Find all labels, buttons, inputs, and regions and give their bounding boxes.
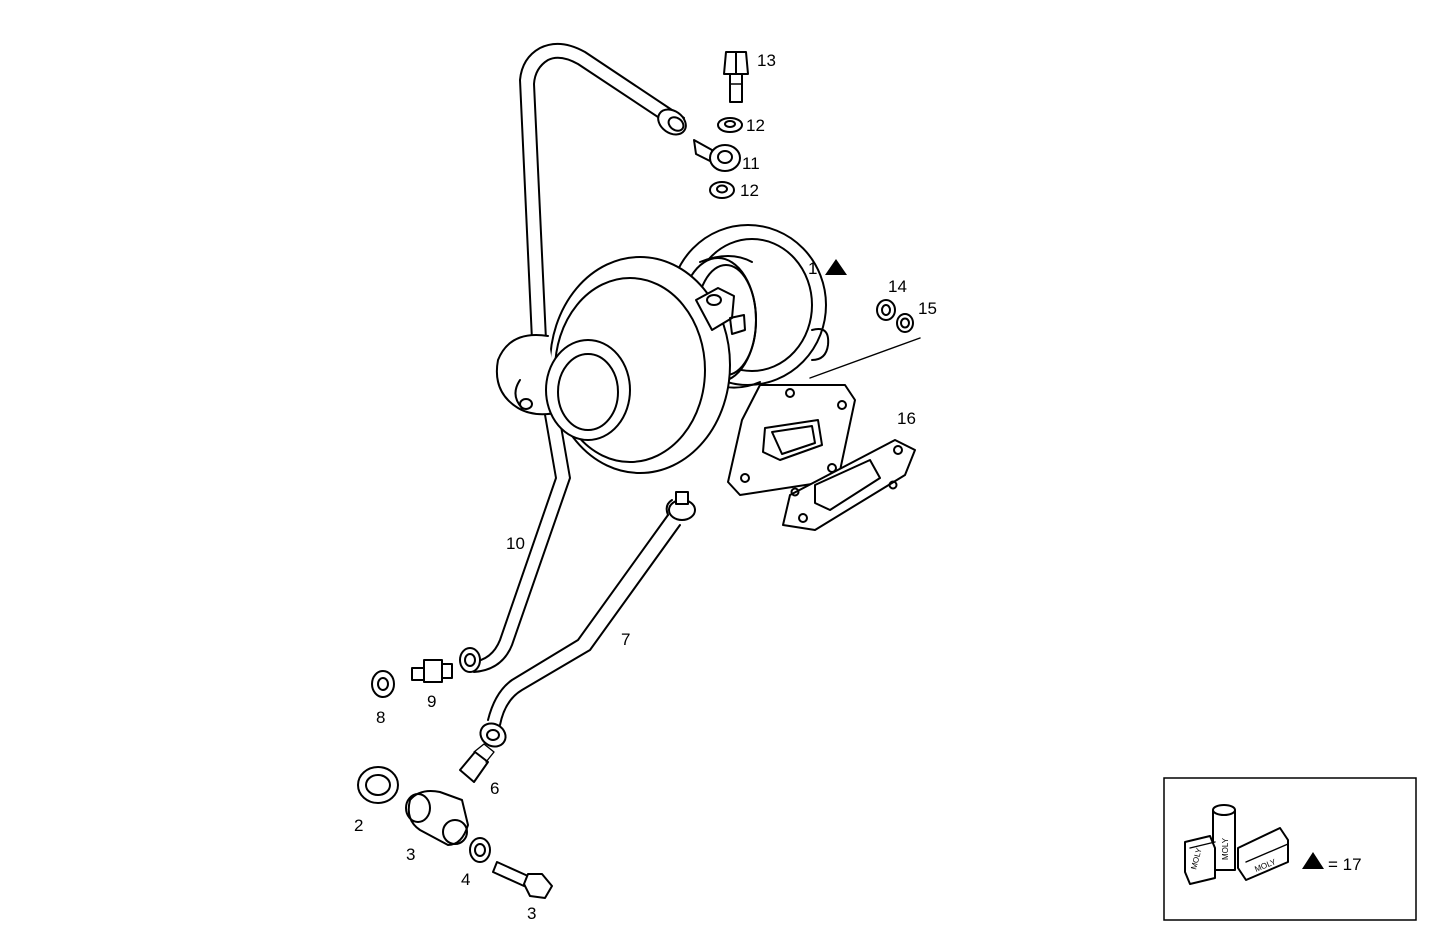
- part-12-washer-top: [717, 117, 743, 133]
- legend-box-label-2: MOLY: [1221, 837, 1230, 860]
- pipe-7-top-nut: [668, 491, 696, 521]
- callout-14: 14: [888, 277, 907, 296]
- filled-triangle-icon: [1302, 852, 1324, 869]
- callout-12-bottom: 12: [740, 181, 759, 200]
- pipe-7-bottom-nut: [479, 722, 507, 748]
- part-10-oil-pipe: [471, 42, 685, 673]
- part-9-union: [411, 659, 453, 683]
- part-6-adapter: [459, 743, 495, 783]
- legend-box: MOLY MOLY MOLY = 17: [1163, 777, 1417, 921]
- part-2-seal-ring: [357, 766, 399, 804]
- pipe-10-bottom-nut: [459, 647, 481, 673]
- part-11-banjo-fitting: [693, 139, 741, 172]
- part-13-bolt: [723, 51, 749, 103]
- part-8-washer: [371, 670, 395, 698]
- part-15-washer: [896, 313, 914, 333]
- callout-3-bolt: 3: [527, 904, 536, 923]
- part-3-elbow-fitting: [405, 790, 469, 846]
- legend-equals-17: = 17: [1328, 855, 1362, 874]
- callout-12-top: 12: [746, 116, 765, 135]
- callout-1: 1: [808, 259, 817, 278]
- part-3-bolt: [492, 861, 553, 899]
- callout-11: 11: [742, 154, 760, 173]
- callout-10: 10: [506, 534, 525, 553]
- callout-16: 16: [897, 409, 916, 428]
- part-4-washer: [469, 837, 491, 863]
- part-1-turbocharger: [496, 224, 856, 496]
- part-16-gasket: [782, 439, 916, 531]
- part-14-nut: [876, 299, 896, 321]
- callout-13: 13: [757, 51, 776, 70]
- moly-paste-icon: [1184, 804, 1289, 885]
- part-12-washer-bottom: [709, 181, 735, 199]
- callout-15: 15: [918, 299, 937, 318]
- part-7-oil-pipe: [487, 499, 681, 726]
- callout-4: 4: [461, 870, 470, 889]
- stud-leader-line: [809, 337, 921, 379]
- callout-9: 9: [427, 692, 436, 711]
- callout-2: 2: [354, 816, 363, 835]
- pipe-10-top-nut: [657, 108, 687, 136]
- filled-triangle-icon: [825, 259, 847, 275]
- callout-6: 6: [490, 779, 499, 798]
- callout-8: 8: [376, 708, 385, 727]
- callout-7: 7: [621, 630, 630, 649]
- callout-3-elbow: 3: [406, 845, 415, 864]
